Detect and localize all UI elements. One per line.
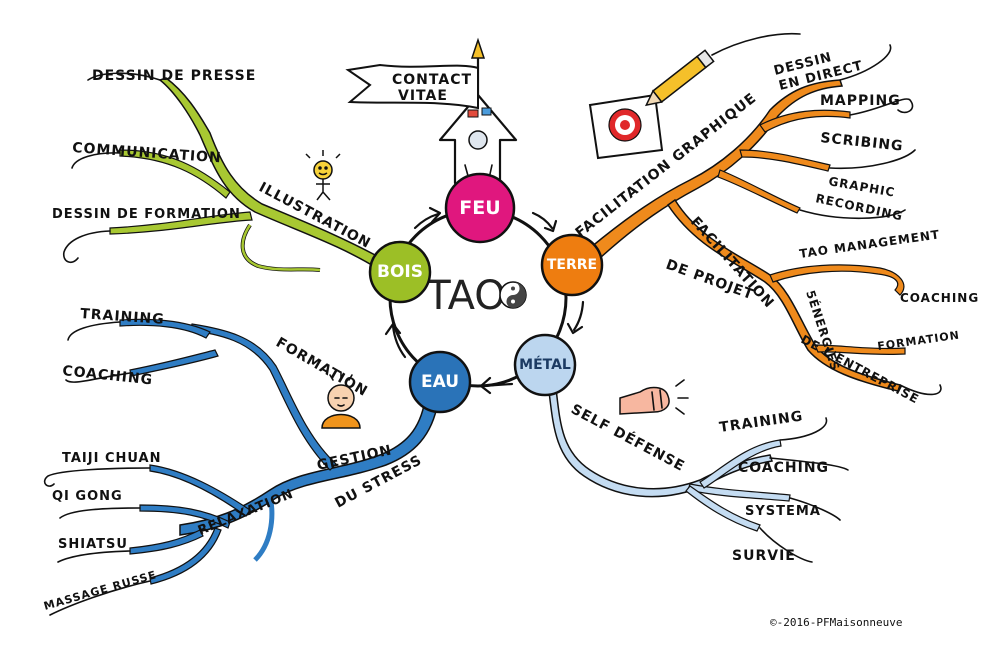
leaf-coaching-projet: COACHING: [900, 291, 979, 305]
leaf-dessin-presse: DESSIN DE PRESSE: [92, 68, 256, 84]
branch-bois: DESSIN DE PRESSE COMMUNICATION DESSIN DE…: [52, 68, 390, 272]
fist-icon: [619, 379, 689, 415]
meditating-monk-icon: [321, 371, 361, 429]
contact-flag[interactable]: [345, 63, 479, 110]
flag-vitae-label[interactable]: VITAE: [398, 88, 448, 104]
leaf-tao-management: TAO MANAGEMENT: [798, 227, 940, 261]
branch-eau: FORMATION TRAINING COACHING RELAXATION T…: [42, 306, 439, 616]
element-metal: [513, 333, 577, 397]
arrow-terre-metal: [572, 300, 585, 332]
arrow-eau-bois: [391, 324, 407, 359]
leaf-training-eau: TRAINING: [80, 306, 165, 328]
element-eau: [408, 350, 472, 414]
pencil-icon: [644, 49, 715, 107]
yin-yang-icon: [499, 281, 527, 309]
cycle-arrows: [384, 206, 585, 395]
element-metal-label: MÉTAL: [519, 356, 571, 373]
element-eau-label: EAU: [421, 372, 459, 392]
element-bois-label: BOIS: [377, 262, 423, 282]
center-tao: TAO: [388, 208, 568, 388]
element-terre: [540, 233, 604, 297]
leaf-survie: SURVIE: [732, 548, 796, 564]
leaf-massage-russe: MASSAGE RUSSE: [42, 568, 158, 613]
flag-contact-label[interactable]: CONTACT: [392, 72, 472, 88]
leaf-shiatsu: SHIATSU: [58, 537, 128, 552]
arrow-metal-eau: [480, 382, 514, 388]
branch-feu: CONTACT VITAE: [345, 37, 518, 185]
branch-terre: FACILITATION GRAPHIQUE DESSIN EN DIRECT …: [573, 32, 979, 407]
leaf-scribing: SCRIBING: [820, 130, 905, 155]
arrow-bois-feu: [413, 212, 440, 230]
center-label: TAO: [425, 273, 505, 319]
branch-title-facilitation-projet-1: FACILITATION: [687, 214, 777, 312]
element-feu-label: FEU: [459, 197, 500, 219]
leaf-training-metal: TRAINING: [718, 408, 804, 436]
sub-relaxation: RELAXATION: [196, 487, 296, 539]
leaf-coaching-metal: COACHING: [738, 460, 829, 476]
element-feu: [444, 172, 516, 244]
element-terre-label: TERRE: [547, 257, 597, 273]
leaf-qi-gong: QI GONG: [52, 489, 123, 504]
leaf-formation-projet: FORMATION: [877, 329, 961, 353]
leaf-systema: SYSTEMA: [745, 504, 821, 519]
arrow-feu-terre: [531, 211, 554, 230]
leaf-coaching-eau: COACHING: [62, 363, 154, 388]
leaf-mapping: MAPPING: [820, 93, 901, 109]
branch-metal: SELF DÉFENSE TRAINING COACHING SYSTEMA S…: [547, 378, 849, 564]
leaf-communication: COMMUNICATION: [72, 140, 222, 166]
element-bois: [368, 240, 432, 304]
leaf-taiji-chuan: TAIJI CHUAN: [62, 451, 161, 466]
copyright: ©-2016-PFMaisonneuve: [770, 616, 902, 629]
target-drawing-icon: [588, 93, 664, 160]
leaf-dessin-formation: DESSIN DE FORMATION: [52, 207, 241, 222]
smiley-figure-icon: [305, 150, 341, 201]
